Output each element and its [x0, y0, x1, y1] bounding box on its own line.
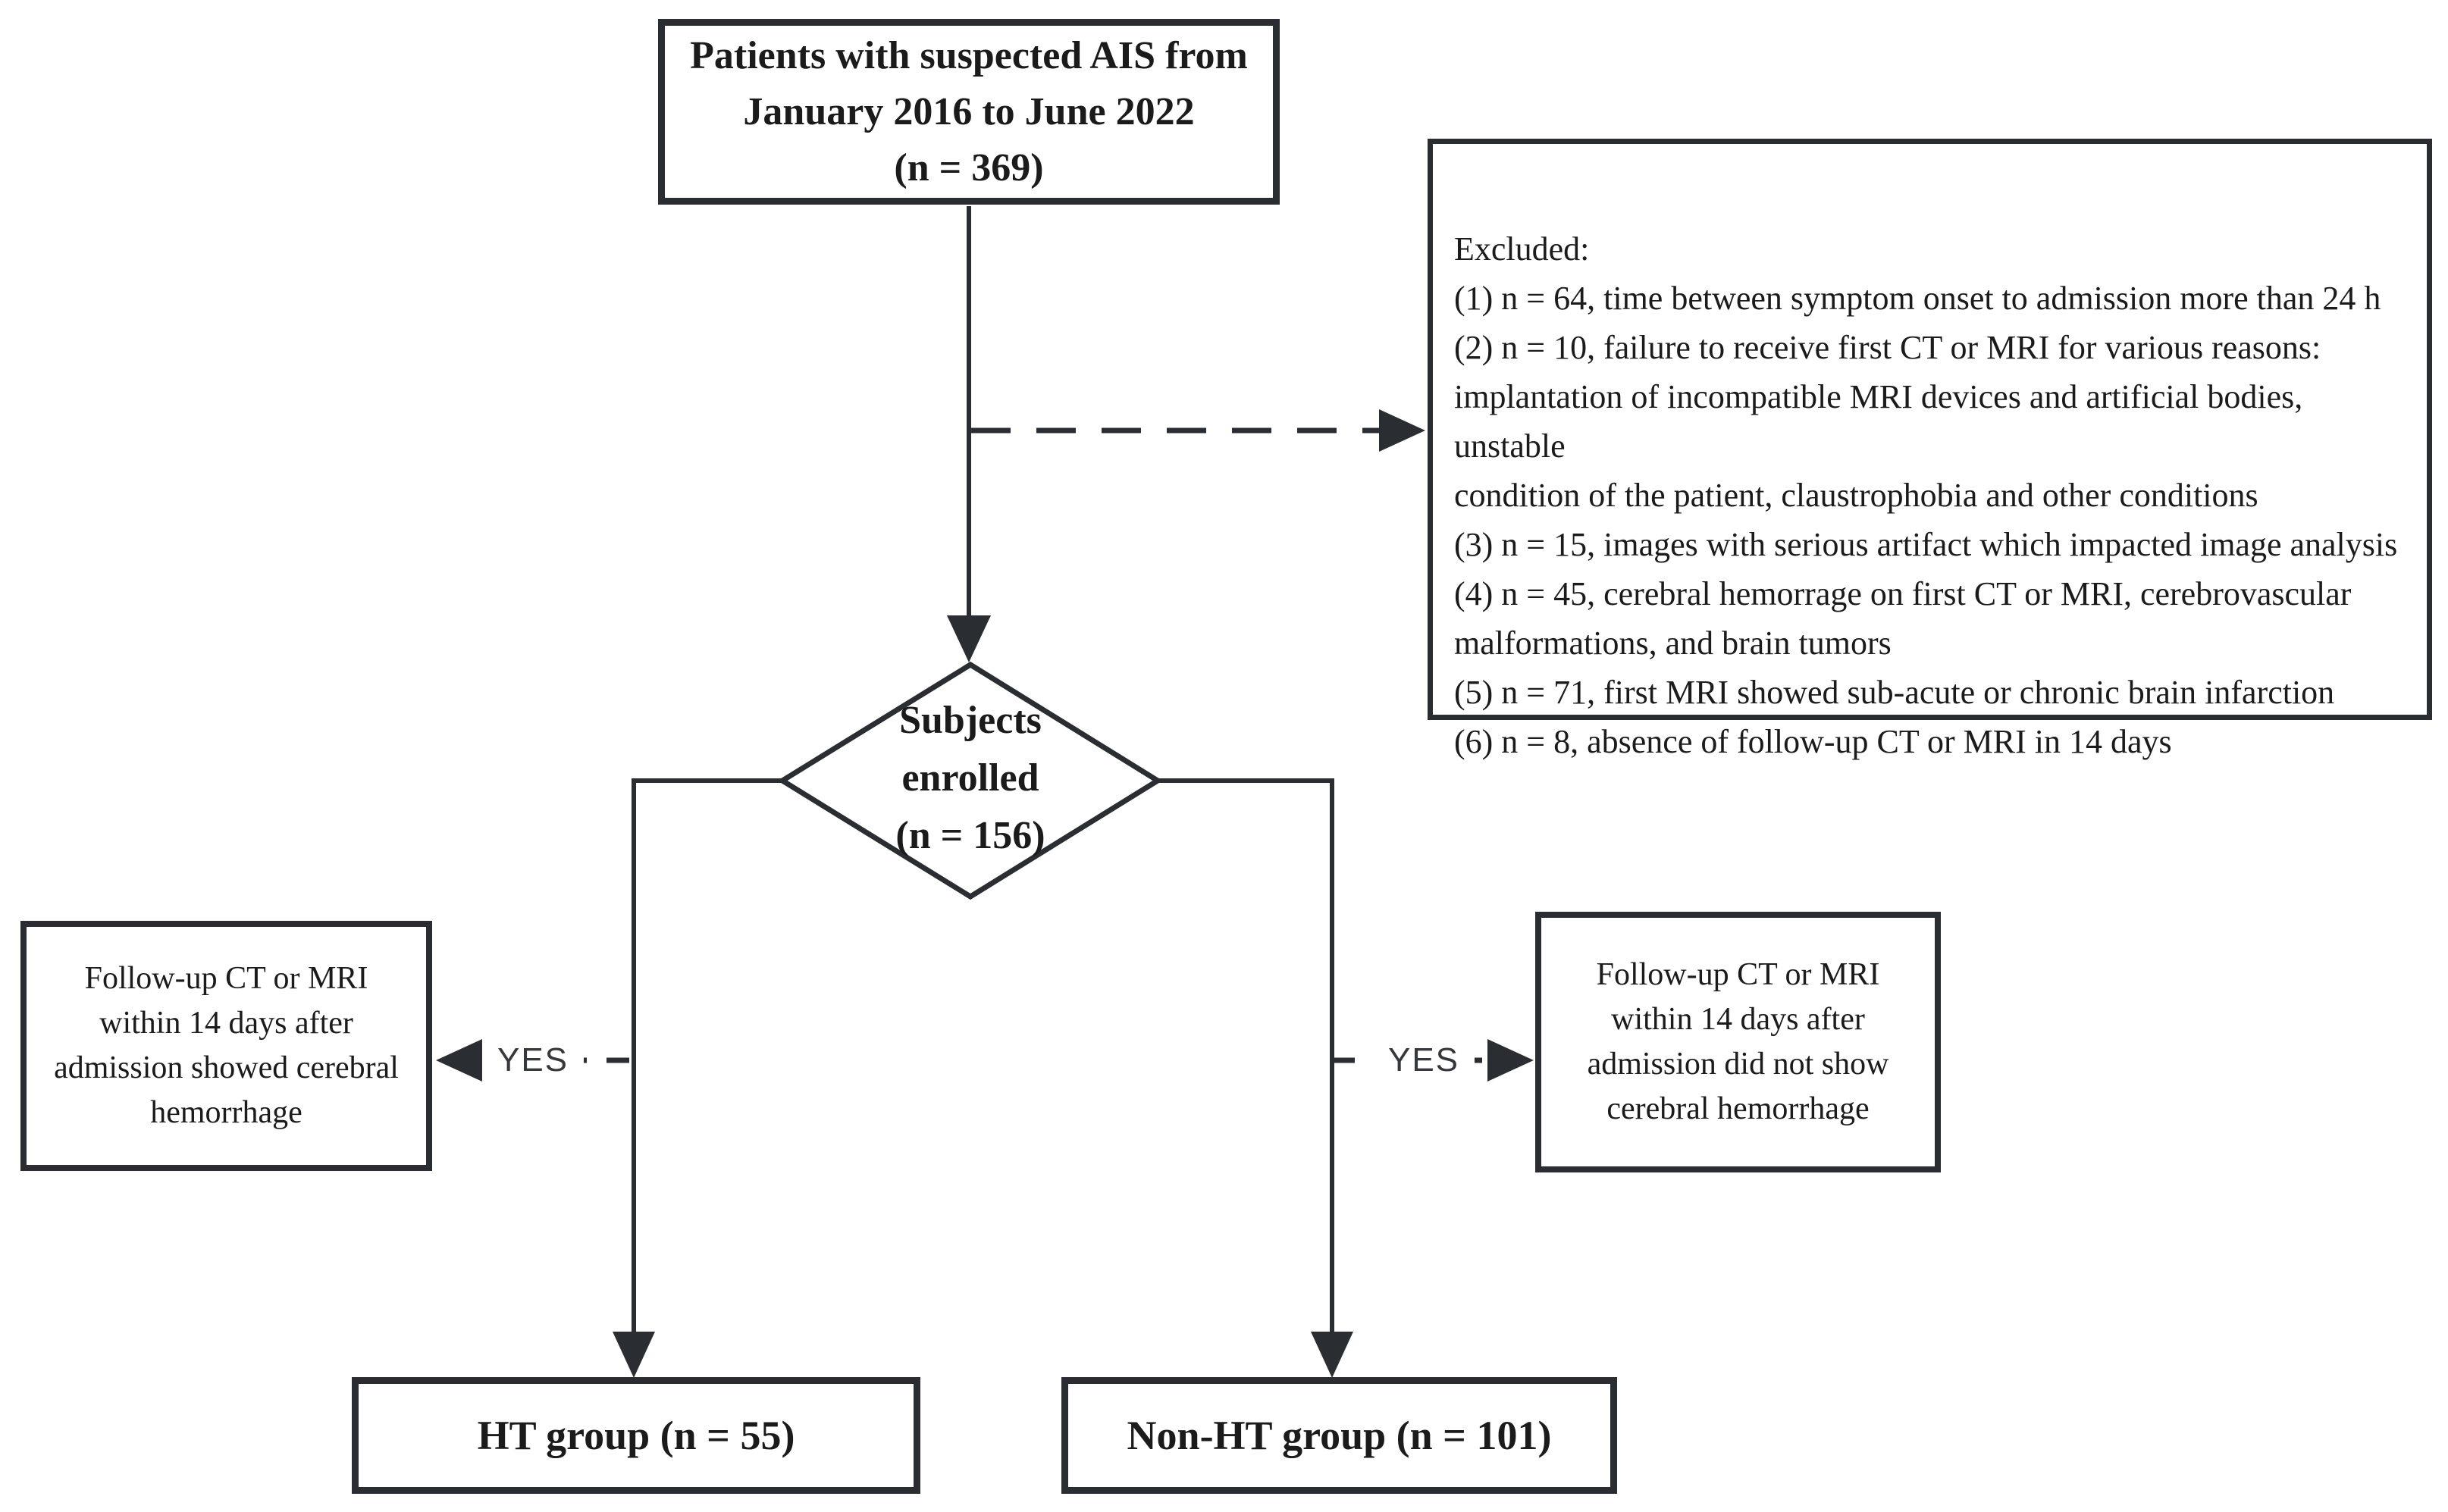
decision-diamond-label: Subjects enrolled (n = 156): [895, 699, 1045, 857]
ht-group-box: HT group (n = 55): [352, 1377, 920, 1494]
arrowhead-down-icon: [613, 1332, 655, 1378]
arrowhead-right-icon: [1379, 409, 1425, 452]
start-box-text: Patients with suspected AIS from January…: [690, 33, 1248, 189]
excluded-box: Excluded: (1) n = 64, time between sympt…: [1428, 139, 2432, 760]
excluded-box-text: Excluded: (1) n = 64, time between sympt…: [1454, 230, 2398, 760]
arrowhead-left-icon: [436, 1039, 482, 1082]
nonht-group-box: Non-HT group (n = 101): [1061, 1377, 1617, 1494]
left-outcome-box: Follow-up CT or MRI within 14 days after…: [20, 921, 432, 1171]
diamond-to-ht-line: [632, 778, 782, 1373]
arrowhead-down-icon: [1311, 1332, 1353, 1378]
left-outcome-box-text: Follow-up CT or MRI within 14 days after…: [54, 961, 399, 1130]
ht-group-box-text: HT group (n = 55): [477, 1413, 795, 1458]
arrowhead-down-icon: [947, 615, 991, 662]
right-outcome-box-text: Follow-up CT or MRI within 14 days after…: [1587, 957, 1889, 1126]
start-box: Patients with suspected AIS from January…: [658, 19, 1280, 205]
yes-label-left: YES: [481, 1040, 585, 1081]
arrowhead-right-icon: [1487, 1039, 1534, 1082]
nonht-group-box-text: Non-HT group (n = 101): [1127, 1413, 1552, 1458]
right-outcome-box: Follow-up CT or MRI within 14 days after…: [1535, 912, 1941, 1172]
diamond-to-nonht-line: [1158, 778, 1334, 1373]
decision-diamond-shape: [777, 661, 1163, 900]
yes-label-right: YES: [1372, 1040, 1475, 1081]
